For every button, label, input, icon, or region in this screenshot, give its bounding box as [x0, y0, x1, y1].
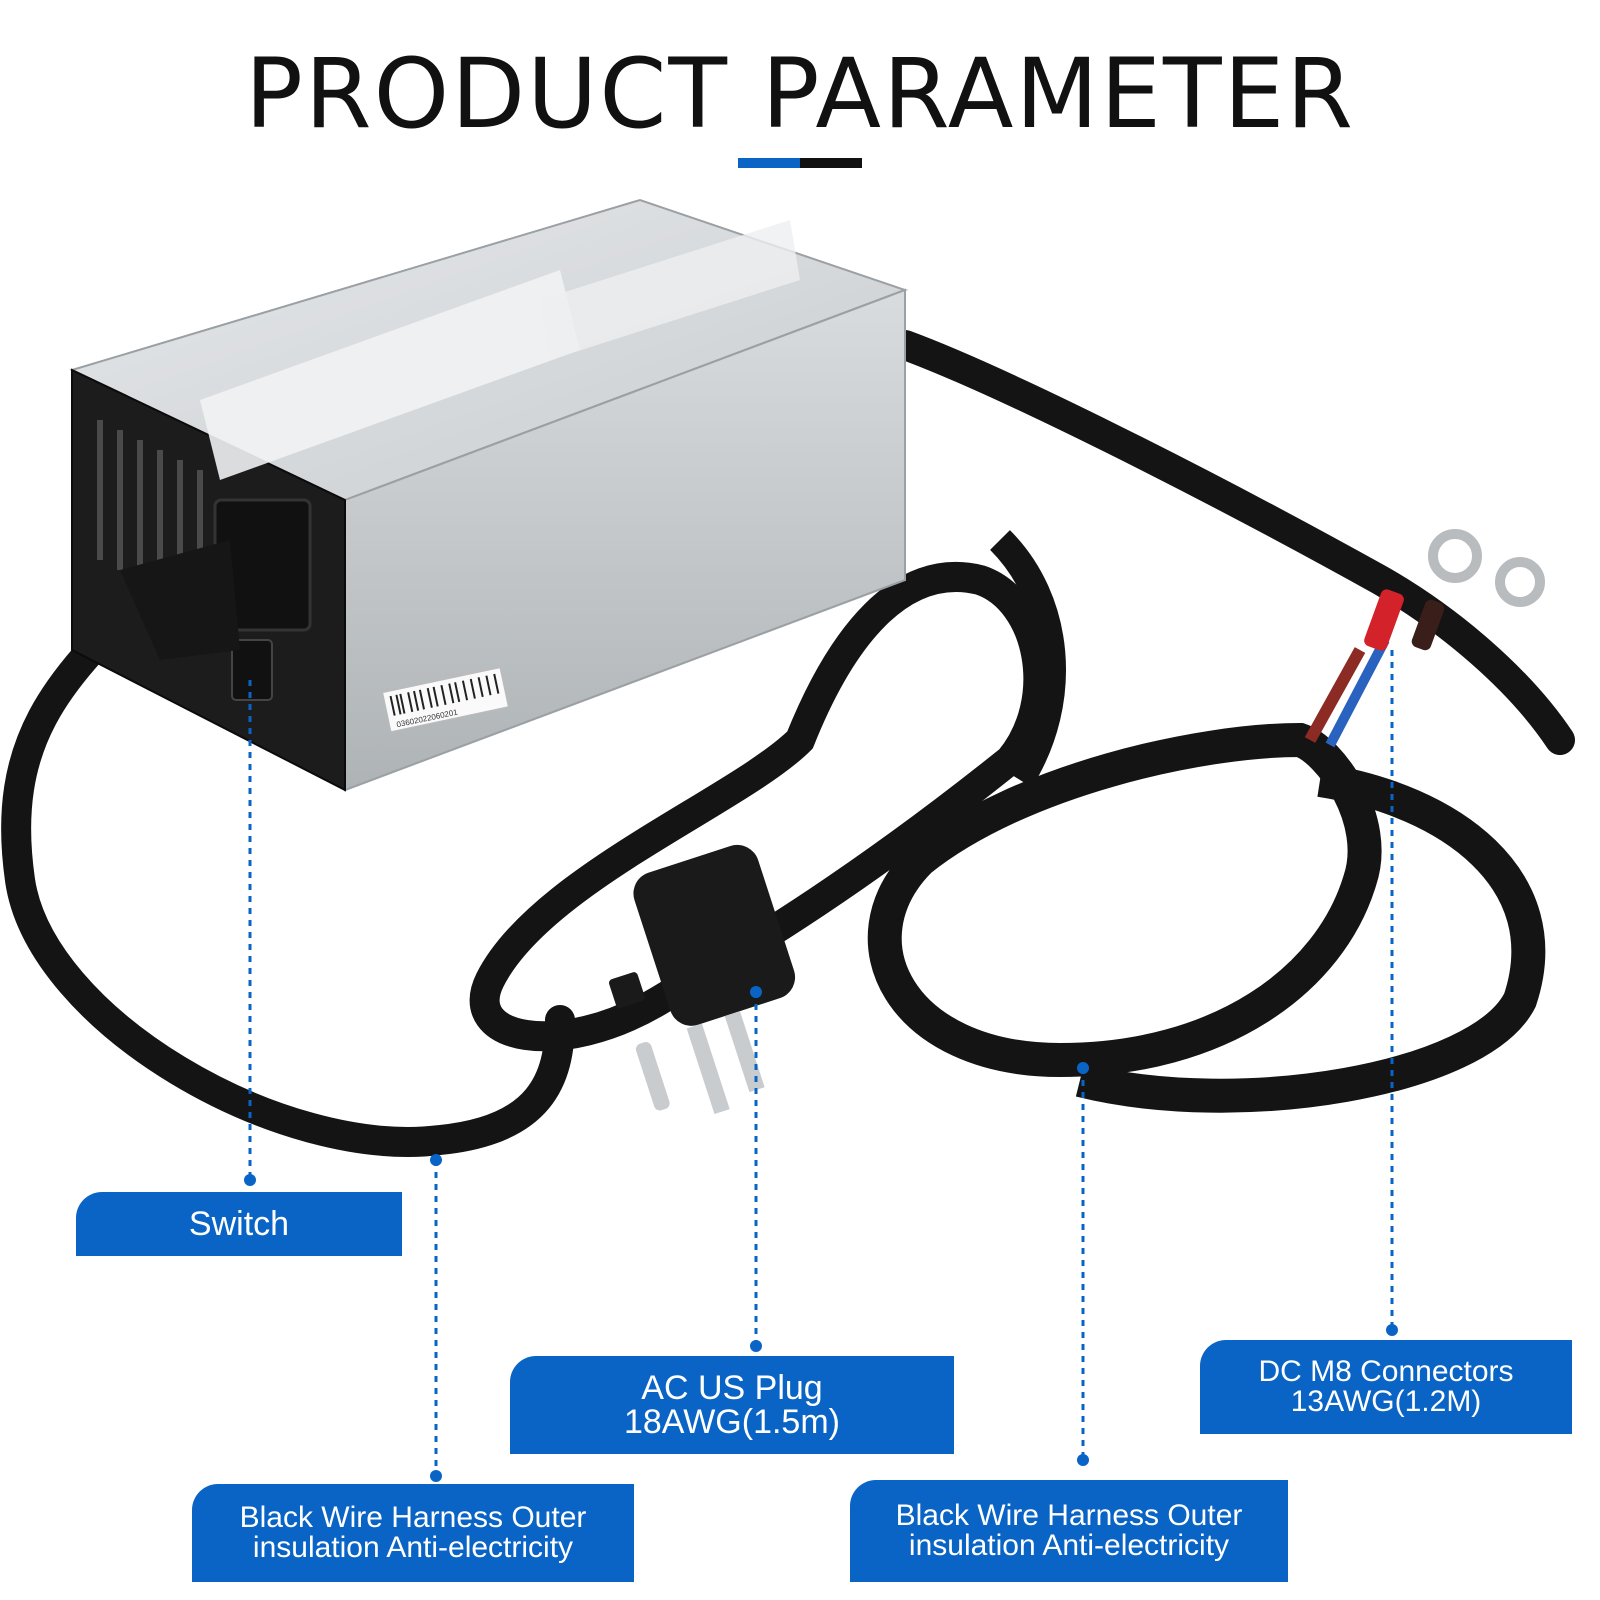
- ac-cable-2: [989, 530, 1066, 788]
- ac-plug-label-text: AC US Plug 18AWG(1.5m): [623, 1369, 840, 1441]
- rating-label: [200, 270, 580, 480]
- pin-wire-right-bottom: [1077, 1454, 1089, 1466]
- red-wire: [1304, 647, 1366, 743]
- ring-terminal-2: [1495, 557, 1545, 607]
- dc-connectors-label-text: DC M8 Connectors 13AWG(1.2M): [1258, 1355, 1514, 1418]
- black-terminal: [1411, 599, 1445, 651]
- title-underline-black: [800, 158, 862, 168]
- ac-cable-loop: [469, 561, 1054, 1052]
- pin-dc: [1386, 1324, 1398, 1336]
- pin-ac-bottom: [750, 1340, 762, 1352]
- wire-harness-label-left-text: Black Wire Harness Outer insulation Anti…: [239, 1501, 587, 1564]
- title-underline-blue: [738, 158, 800, 168]
- dc-connectors-label: DC M8 Connectors 13AWG(1.2M): [1200, 1340, 1572, 1434]
- power-switch: [231, 639, 273, 701]
- page-title: PRODUCT PARAMETER: [245, 38, 1355, 150]
- spec-label: [540, 220, 800, 360]
- blue-wire: [1325, 637, 1390, 748]
- dc-cable: [890, 330, 1575, 755]
- ac-cable: [1, 585, 575, 1157]
- ac-plug-label: AC US Plug 18AWG(1.5m): [510, 1356, 954, 1454]
- battery-charger-illustration: 03602022060201: [1, 198, 1575, 1157]
- wire-harness-label-right: Black Wire Harness Outer insulation Anti…: [850, 1480, 1288, 1582]
- iec-plug: [120, 540, 240, 660]
- title-underline: [738, 158, 862, 168]
- dc-cable-loop: [867, 722, 1382, 1078]
- wire-harness-label-left: Black Wire Harness Outer insulation Anti…: [192, 1484, 634, 1582]
- ac-plug: [609, 844, 796, 1115]
- pin-wire-left-top: [430, 1154, 442, 1166]
- pin-wire-right-top: [1077, 1062, 1089, 1074]
- wire-harness-label-right-text: Black Wire Harness Outer insulation Anti…: [895, 1499, 1243, 1562]
- pin-ac-top: [750, 986, 762, 998]
- pin-wire-left-bottom: [430, 1470, 442, 1482]
- ring-terminal-1: [1428, 529, 1482, 583]
- red-terminal: [1364, 589, 1404, 651]
- switch-label-text: Switch: [188, 1205, 290, 1243]
- switch-label: Switch: [76, 1192, 402, 1256]
- pin-switch: [244, 1174, 256, 1186]
- dc-cable-loop-2: [1075, 763, 1546, 1113]
